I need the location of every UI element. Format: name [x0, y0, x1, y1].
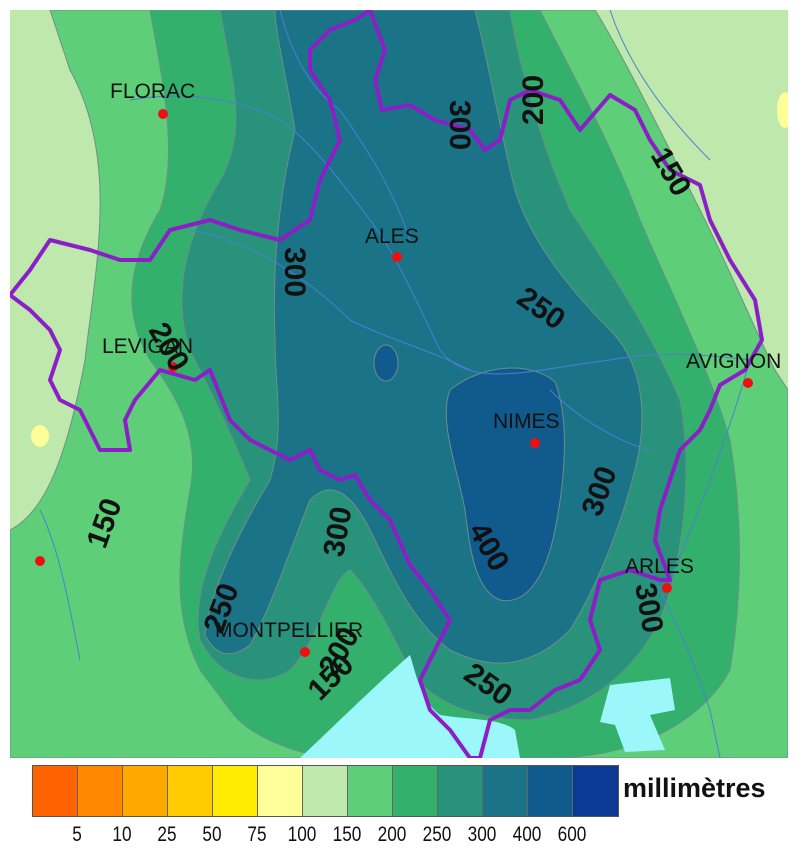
legend-tick: 600: [557, 823, 587, 846]
legend-tick: 50: [202, 823, 222, 846]
contour-label-200-north: 200: [517, 75, 550, 125]
city-label-le-vigan: LEVIGAN: [102, 335, 193, 358]
legend-tick: 100: [287, 823, 317, 846]
legend-tick: 25: [157, 823, 177, 846]
department-border: [10, 10, 764, 758]
legend-swatch-5: [258, 766, 303, 816]
zone-400-600-small: [373, 344, 399, 382]
legend-tick: 400: [512, 823, 542, 846]
legend-swatch-8: [393, 766, 438, 816]
legend-swatch-4: [213, 766, 258, 816]
legend-unit: millimètres: [623, 773, 766, 803]
legend-swatch-7: [348, 766, 393, 816]
legend-swatch-3: [168, 766, 213, 816]
zone-75-100-west: [31, 425, 49, 447]
contour-label-300-north: 300: [443, 100, 476, 150]
legend-tick: 75: [247, 823, 267, 846]
legend-tick: 300: [467, 823, 497, 846]
city-dot-arles: [662, 583, 672, 593]
zone-400-600: [445, 367, 565, 602]
city-label-ales: ALES: [365, 225, 419, 248]
legend-swatch-11: [528, 766, 573, 816]
city-dot-ales: [392, 252, 402, 262]
sea-lagoon: [300, 655, 520, 758]
city-markers: [35, 109, 753, 657]
city-dot-unnamed-west: [35, 556, 45, 566]
city-dot-le-vigan: [168, 362, 178, 372]
legend-swatch-9: [438, 766, 483, 816]
legend-tick: 10: [112, 823, 132, 846]
city-label-avignon: AVIGNON: [686, 350, 781, 373]
contour-label-300-ales: 300: [278, 247, 311, 297]
legend: millimètres 5 10 25 50 75 100 150 200 250 300 400 6…: [32, 765, 802, 855]
city-dot-florac: [158, 109, 168, 119]
city-label-montpellier: MONTPELLIER: [215, 619, 363, 642]
legend-tick: 5: [72, 823, 82, 846]
legend-swatch-6: [303, 766, 348, 816]
city-label-arles: ARLES: [625, 555, 694, 578]
legend-tick: 250: [422, 823, 452, 846]
zone-75-100-east: [777, 92, 788, 128]
legend-swatch-0: [33, 766, 78, 816]
legend-color-scale: [32, 765, 619, 817]
legend-swatch-12: [573, 766, 618, 816]
legend-tick: 150: [332, 823, 362, 846]
legend-swatch-10: [483, 766, 528, 816]
legend-swatch-1: [78, 766, 123, 816]
rivers: [39, 10, 751, 758]
city-dot-montpellier: [300, 647, 310, 657]
legend-tick: 200: [377, 823, 407, 846]
sea-camargue-pond: [600, 678, 675, 752]
legend-ticks: 5 10 25 50 75 100 150 200 250 300 400 600: [32, 823, 592, 855]
city-dot-nimes: [530, 438, 540, 448]
city-label-nimes: NIMES: [493, 410, 560, 433]
legend-swatch-2: [123, 766, 168, 816]
precipitation-map: FLORAC ALES LEVIGAN AVIGNON NIMES ARLES …: [10, 10, 788, 758]
city-label-florac: FLORAC: [110, 80, 195, 103]
city-dot-avignon: [743, 378, 753, 388]
